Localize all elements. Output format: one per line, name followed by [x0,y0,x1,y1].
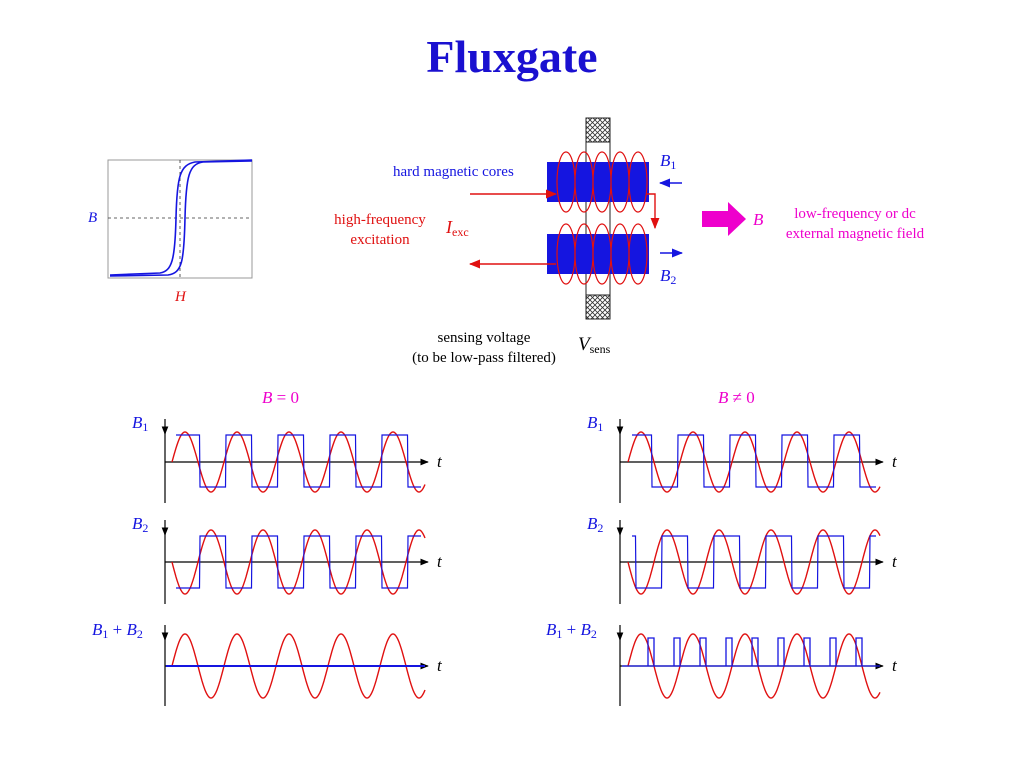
external-field-arrow [702,202,746,236]
waveform-traces [166,431,881,699]
t-label-right-3: t [892,656,897,675]
left-b2-label: B2 [132,514,149,535]
t-label-left-3: t [437,656,442,675]
sensing-label-1: sensing voltage [437,330,531,346]
excitation-winding-bottom [556,223,648,285]
sensing-label-2: (to be low-pass filtered) [412,350,556,366]
right-header: B ≠ 0 [718,388,755,407]
external-field-label-2: external magnetic field [785,226,925,242]
sensor-diagram [468,117,746,320]
core-bottom [547,234,649,274]
excitation-winding-top [556,151,648,213]
b2-label: B2 [660,266,677,287]
b1-label: B1 [660,151,677,172]
left-b2-sine [171,529,426,595]
waveform-axes [161,419,884,706]
right-b2-square [632,535,876,589]
t-label-left-2: t [437,552,442,571]
hysteresis-y-label: B [88,210,98,226]
left-sum-sine [171,633,426,699]
right-b2-sine [627,529,881,595]
cores-label: hard magnetic cores [393,164,514,180]
left-header: B = 0 [262,388,299,407]
t-label-right-1: t [892,452,897,471]
right-sum-sine [627,633,881,699]
right-sum-pulses [622,637,880,667]
external-field-label-1: low-frequency or dc [794,206,916,222]
hysteresis-x-label: H [175,289,186,305]
left-b2-square [176,535,421,589]
right-b1-square [632,434,876,488]
right-b1-sine [627,431,881,493]
core-top [547,162,649,202]
page-title: Fluxgate [426,31,598,82]
excitation-label-1: high-frequency [334,212,426,228]
hysteresis-plot [107,159,253,279]
left-b1-square [176,434,421,488]
excitation-label-2: excitation [350,232,410,248]
left-b1-sine [171,431,426,493]
right-b1-label: B1 [587,413,604,434]
coil-bottom-block [585,294,611,320]
left-sum-label: B1 + B2 [92,620,143,641]
hysteresis-branch-right [109,160,253,277]
iexc-label: Iexc [446,217,469,239]
hysteresis-branch-left [109,159,253,276]
right-sum-label: B1 + B2 [546,620,597,641]
t-label-left-1: t [437,452,442,471]
vsens-label: Vsens [578,334,611,356]
left-b1-label: B1 [132,413,149,434]
excitation-connection-arrow [646,193,660,230]
external-field-symbol: B [753,210,764,229]
right-b2-label: B2 [587,514,604,535]
t-label-right-2: t [892,552,897,571]
coil-top-block [585,117,611,143]
